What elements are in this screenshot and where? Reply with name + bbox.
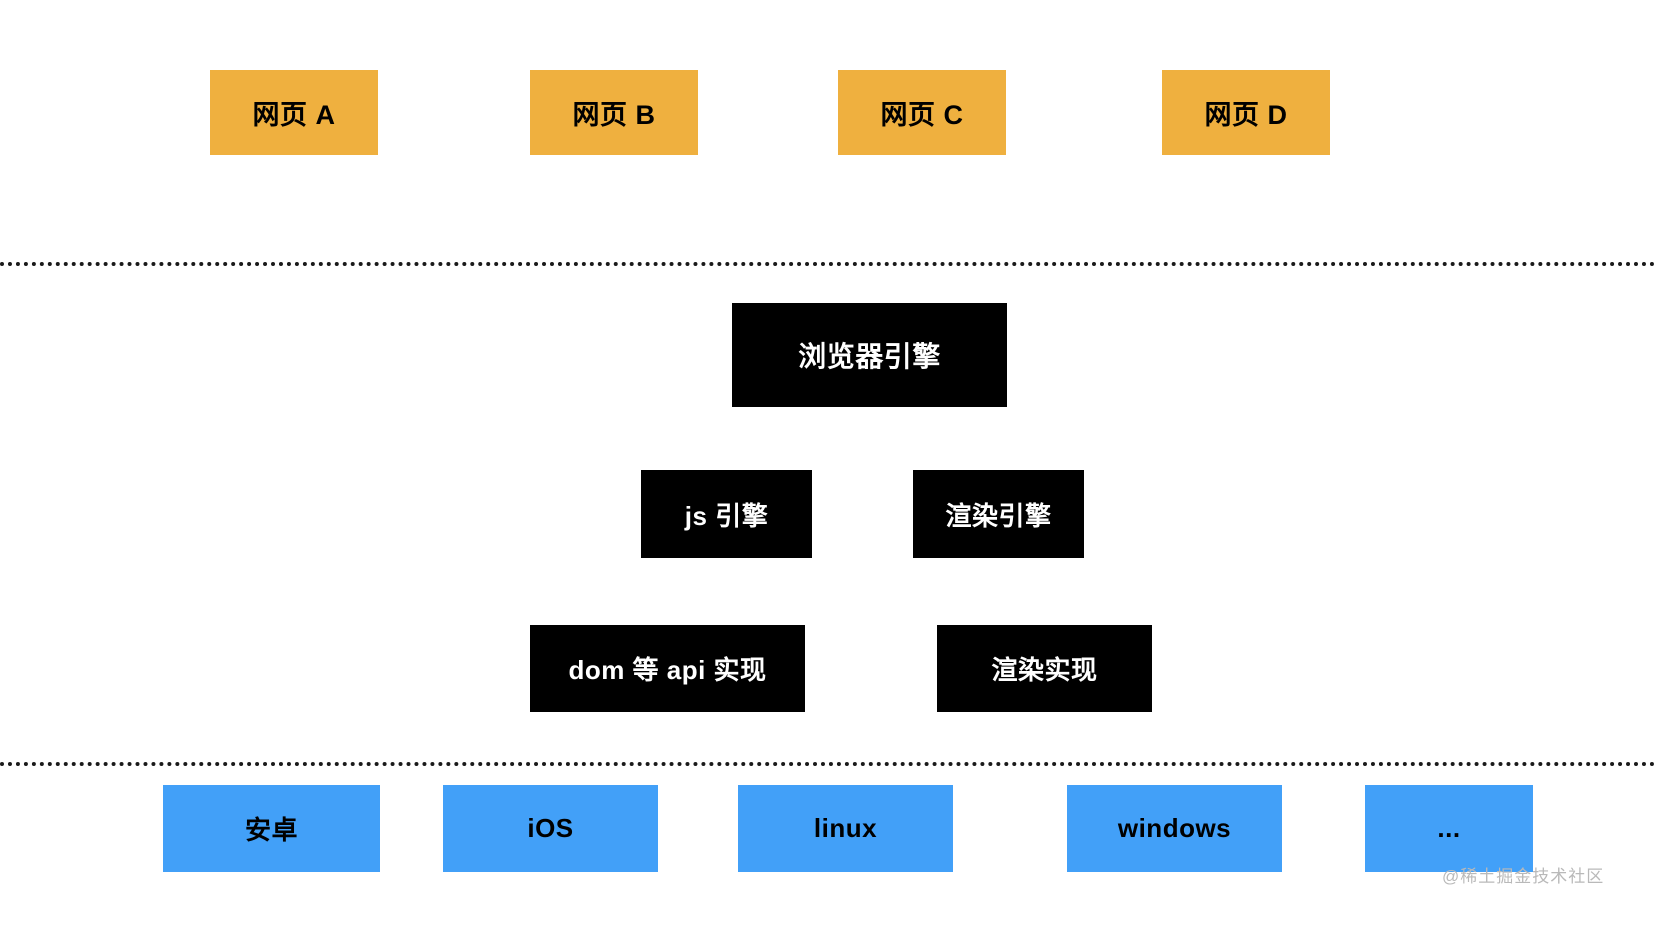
node-render-engine[interactable]: 渲染引擎 [913,470,1084,558]
divider-engine-os [0,762,1656,766]
node-os-more[interactable]: ... [1365,785,1533,872]
node-os-linux[interactable]: linux [738,785,953,872]
node-page-d[interactable]: 网页 D [1162,70,1330,155]
node-page-c[interactable]: 网页 C [838,70,1006,155]
node-os-android[interactable]: 安卓 [163,785,380,872]
node-os-windows[interactable]: windows [1067,785,1282,872]
node-os-ios[interactable]: iOS [443,785,658,872]
node-render-impl[interactable]: 渲染实现 [937,625,1152,712]
node-page-a[interactable]: 网页 A [210,70,378,155]
node-js-engine[interactable]: js 引擎 [641,470,812,558]
node-browser-engine[interactable]: 浏览器引擎 [732,303,1007,407]
node-dom-api-impl[interactable]: dom 等 api 实现 [530,625,805,712]
divider-pages-engine [0,262,1656,266]
node-page-b[interactable]: 网页 B [530,70,698,155]
watermark: @稀土掘金技术社区 [1442,867,1605,886]
